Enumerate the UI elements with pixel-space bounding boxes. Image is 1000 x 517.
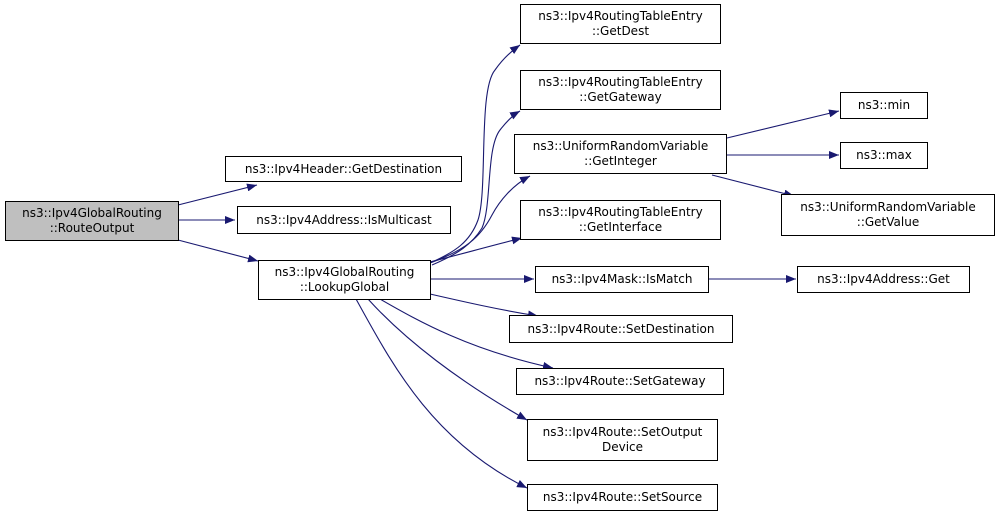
node-is-match[interactable]: ns3::Ipv4Mask::IsMatch [535, 266, 709, 293]
edge-getinteger-min [726, 109, 840, 139]
node-set-gateway-label: ns3::Ipv4Route::SetGateway [534, 374, 706, 388]
node-get-integer[interactable]: ns3::UniformRandomVariable ::GetInteger [514, 134, 727, 174]
node-set-output-device[interactable]: ns3::Ipv4Route::SetOutput Device [527, 419, 718, 461]
node-lookup-global-line1: ns3::Ipv4GlobalRouting [274, 265, 415, 279]
node-max-label: ns3::max [856, 148, 912, 162]
edge-lookupglobal-getgateway [431, 110, 521, 266]
node-get-interface-line2: ::GetInterface [578, 220, 663, 234]
node-min[interactable]: ns3::min [840, 92, 928, 119]
node-lookup-global[interactable]: ns3::Ipv4GlobalRouting ::LookupGlobal [258, 260, 431, 300]
node-route-output: ns3::Ipv4GlobalRouting ::RouteOutput [5, 201, 179, 241]
edge-routeoutput-lookupglobal [177, 239, 259, 263]
node-set-output-device-line1: ns3::Ipv4Route::SetOutput [542, 425, 703, 439]
node-get-value-line2: ::GetValue [856, 215, 920, 229]
edge-lookupglobal-setoutputdevice [367, 298, 528, 421]
node-get-interface-line1: ns3::Ipv4RoutingTableEntry [538, 205, 703, 219]
node-get-dest[interactable]: ns3::Ipv4RoutingTableEntry ::GetDest [520, 4, 721, 44]
node-get-destination-label: ns3::Ipv4Header::GetDestination [244, 161, 443, 176]
edge-lookupglobal-setsource [355, 298, 528, 489]
edge-routeoutput-getdestination [177, 183, 258, 206]
node-address-get[interactable]: ns3::Ipv4Address::Get [797, 266, 970, 293]
edge-lookupglobal-setgateway [379, 298, 554, 370]
node-get-gateway[interactable]: ns3::Ipv4RoutingTableEntry ::GetGateway [520, 70, 721, 110]
node-lookup-global-line2: ::LookupGlobal [299, 280, 390, 294]
edge-lookupglobal-getdest [429, 44, 521, 264]
node-get-integer-line1: ns3::UniformRandomVariable [532, 139, 709, 153]
node-get-integer-line2: ::GetInteger [584, 154, 657, 168]
node-set-destination-label: ns3::Ipv4Route::SetDestination [527, 321, 715, 336]
node-route-output-line2: ::RouteOutput [49, 221, 135, 235]
node-set-destination[interactable]: ns3::Ipv4Route::SetDestination [509, 315, 733, 343]
node-is-multicast[interactable]: ns3::Ipv4Address::IsMulticast [237, 206, 451, 234]
edge-lookupglobal-getinteger [429, 175, 531, 264]
node-is-match-label: ns3::Ipv4Mask::IsMatch [551, 272, 693, 286]
node-get-gateway-line2: ::GetGateway [579, 90, 662, 104]
node-is-multicast-label: ns3::Ipv4Address::IsMulticast [256, 212, 432, 227]
edge-lookupglobal-getinterface [429, 236, 523, 263]
node-set-output-device-line2: Device [601, 440, 644, 454]
node-get-dest-line1: ns3::Ipv4RoutingTableEntry [538, 9, 703, 23]
node-get-value-line1: ns3::UniformRandomVariable [800, 200, 976, 214]
node-route-output-line1: ns3::Ipv4GlobalRouting [22, 206, 162, 220]
node-get-dest-line2: ::GetDest [591, 24, 650, 38]
node-max[interactable]: ns3::max [840, 142, 928, 169]
node-get-interface[interactable]: ns3::Ipv4RoutingTableEntry ::GetInterfac… [520, 200, 721, 240]
node-set-source-label: ns3::Ipv4Route::SetSource [542, 490, 703, 504]
node-set-gateway[interactable]: ns3::Ipv4Route::SetGateway [516, 368, 724, 395]
edge-getinteger-getvalue [711, 174, 795, 198]
node-min-label: ns3::min [857, 98, 911, 112]
edge-lookupglobal-setdestination [429, 293, 539, 319]
node-set-source[interactable]: ns3::Ipv4Route::SetSource [527, 484, 718, 511]
node-get-gateway-line1: ns3::Ipv4RoutingTableEntry [538, 75, 703, 89]
node-get-destination[interactable]: ns3::Ipv4Header::GetDestination [225, 156, 462, 182]
node-get-value[interactable]: ns3::UniformRandomVariable ::GetValue [781, 194, 995, 236]
node-address-get-label: ns3::Ipv4Address::Get [817, 272, 950, 286]
